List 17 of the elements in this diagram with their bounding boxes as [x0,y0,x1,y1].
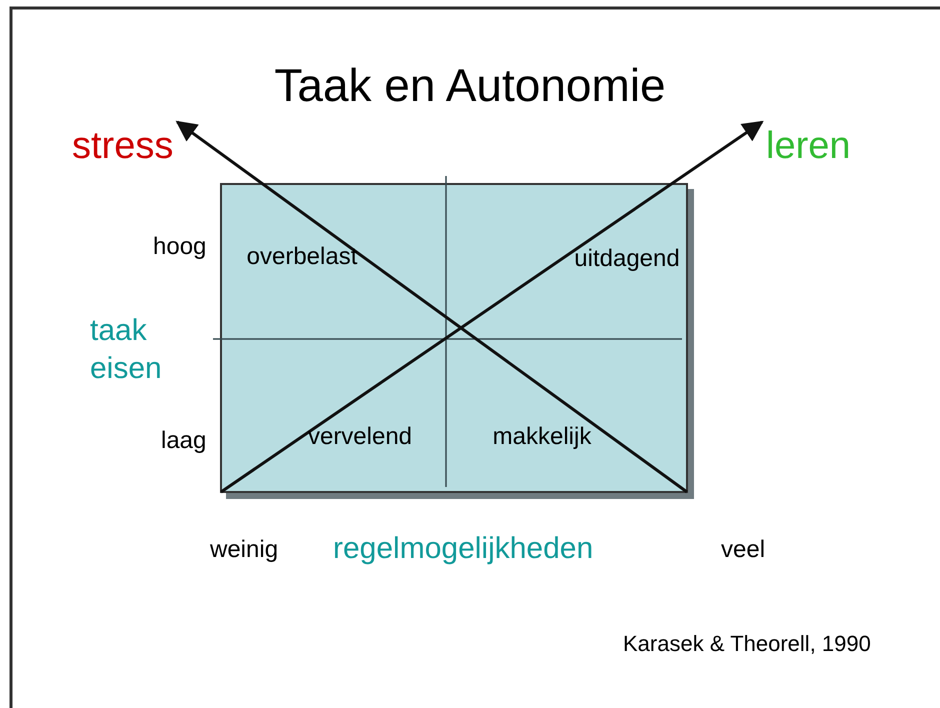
quadrant-label: overbelast [246,243,358,271]
axis-label: veel [721,535,766,565]
citation: Karasek & Theorell, 1990 [623,630,871,658]
axis-label: laag [161,426,206,456]
axis-label: weinig [210,535,278,565]
arrow [220,120,764,494]
quadrant-box [220,183,688,493]
axis-label: hoog [153,232,206,262]
title: Taak en Autonomie [273,58,667,112]
axis-label: leren [766,126,850,168]
axis-label: stress [72,126,174,168]
quadrant-label: uitdagend [574,245,680,273]
arrow [176,120,688,494]
axis-label: taak eisen [90,313,163,386]
quadrant-label: makkelijk [492,423,592,451]
quadrant-label: vervelend [308,423,412,451]
axis-label: regelmogelijkheden [333,531,594,567]
